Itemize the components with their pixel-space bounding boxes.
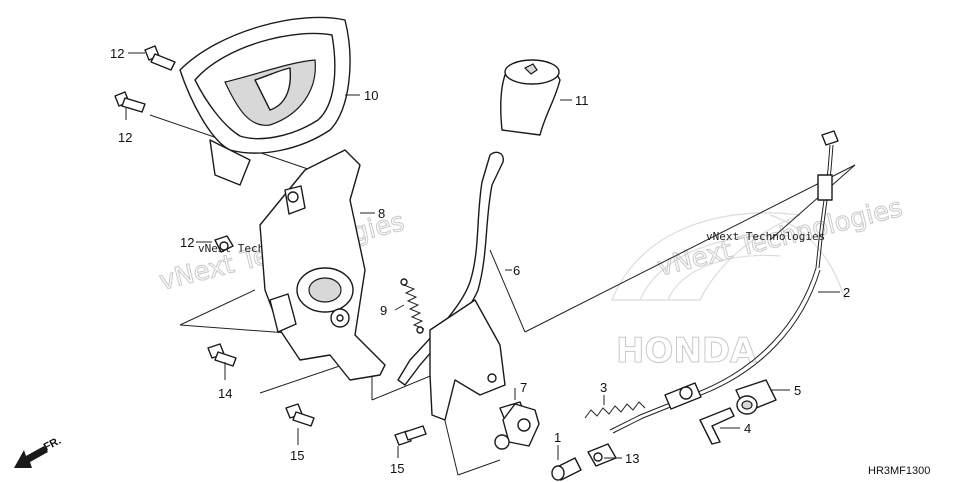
- callout-2: 2: [843, 285, 850, 300]
- part-4-clip: [699, 407, 735, 445]
- part-7-rodend: [494, 401, 540, 450]
- callout-7: 7: [520, 380, 527, 395]
- part-10-guard: [179, 16, 351, 186]
- arrow-icon: [14, 446, 48, 468]
- bolt-15c: [394, 425, 427, 446]
- callouts: 12 12 10 11 8 12 6 9 2 3 5 4 7 1 13 14 1…: [110, 46, 850, 476]
- logo-text: HONDA: [616, 331, 757, 371]
- bolt-12b: [114, 91, 146, 113]
- callout-5: 5: [794, 383, 801, 398]
- callout-12a: 12: [110, 46, 124, 61]
- bolt-15b: [285, 403, 315, 427]
- leader-lines: [125, 52, 840, 460]
- diagram-code: HR3MF1300: [868, 465, 930, 477]
- part-11-knob: [500, 59, 561, 136]
- part-8-bracket: [259, 149, 386, 381]
- bolt-15a: [207, 343, 237, 367]
- callout-13: 12: [180, 235, 194, 250]
- watermark-small-right: vNext Technologies: [706, 230, 825, 243]
- part-5-holder: [735, 379, 777, 415]
- callout-8: 8: [378, 206, 385, 221]
- part-14-collar: [587, 443, 617, 467]
- part-9-spring: [400, 278, 425, 334]
- part-2-cable: [609, 130, 839, 434]
- callout-15b: 15: [290, 448, 304, 463]
- part-3-spring: [584, 401, 646, 419]
- bolt-12a: [144, 45, 176, 71]
- callout-10: 10: [364, 88, 378, 103]
- callout-15a: 14: [218, 386, 232, 401]
- nut-13: [214, 235, 234, 253]
- part-6-rod: [397, 151, 506, 421]
- watermark-right: vNext Technologies vNext Technologies: [654, 192, 906, 283]
- honda-logo-watermark: HONDA: [611, 212, 846, 372]
- fr-arrow: FR.: [14, 435, 63, 468]
- callout-11: 11: [575, 93, 589, 108]
- callout-6: 6: [513, 263, 520, 278]
- direction-label: FR.: [42, 435, 63, 454]
- callout-3: 3: [600, 380, 607, 395]
- callout-14: 13: [625, 451, 639, 466]
- callout-9: 9: [380, 303, 387, 318]
- callout-12b: 12: [118, 130, 132, 145]
- callout-4: 4: [744, 421, 751, 436]
- part-1-pin: [551, 457, 582, 481]
- callout-15c: 15: [390, 461, 404, 476]
- callout-1: 1: [554, 430, 561, 445]
